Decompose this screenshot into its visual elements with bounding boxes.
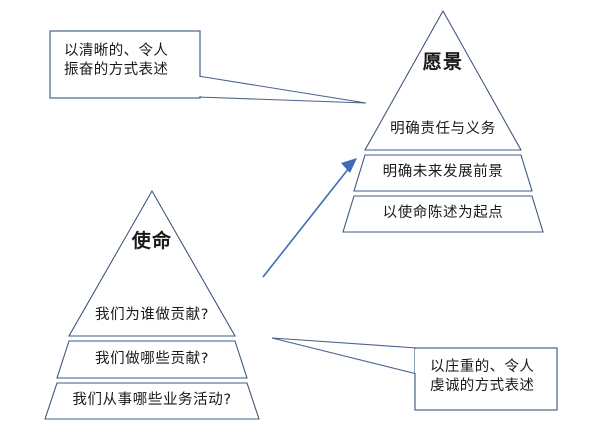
vision-callout-tail	[197, 75, 367, 104]
mission-callout-label: 以庄重的、令人 虔诚的方式表述	[430, 359, 535, 394]
vision-tier-1-label: 明确责任与义务	[390, 121, 496, 137]
vision-tier-3-shape	[342, 195, 544, 233]
vision-tier-1-shape	[364, 9, 522, 151]
mission-tier-3-label: 我们从事哪些业务活动?	[72, 392, 232, 408]
mission-tier-2-shape	[56, 340, 248, 379]
vision-callout-label: 以清晰的、令人 振奋的方式表述	[64, 43, 169, 78]
vision-tier-2-shape	[353, 154, 533, 192]
mission-callout-box	[414, 347, 558, 411]
vision-tier-3-label: 以使命陈述为起点	[382, 205, 504, 221]
mission-tier-3-shape	[44, 382, 260, 420]
mission-callout-tail	[271, 337, 418, 375]
vision-callout-shape[interactable]	[49, 30, 367, 104]
mission-tier-1-shape	[68, 189, 236, 337]
vision-tier-2-label: 明确未来发展前景	[382, 164, 504, 180]
mission-pyramid-shape	[44, 189, 260, 420]
mission-tier-2-label: 我们做哪些贡献?	[95, 351, 209, 367]
mission-callout-shape[interactable]	[271, 337, 558, 411]
mission-to-vision-arrow	[262, 158, 357, 278]
vision-callout-box	[49, 30, 201, 99]
mission-pyramid-title: 使命	[131, 230, 173, 252]
vision-pyramid-title: 愿景	[422, 51, 464, 73]
vision-pyramid-shape	[342, 9, 544, 233]
mission-tier-1-label: 我们为谁做贡献?	[95, 307, 209, 323]
